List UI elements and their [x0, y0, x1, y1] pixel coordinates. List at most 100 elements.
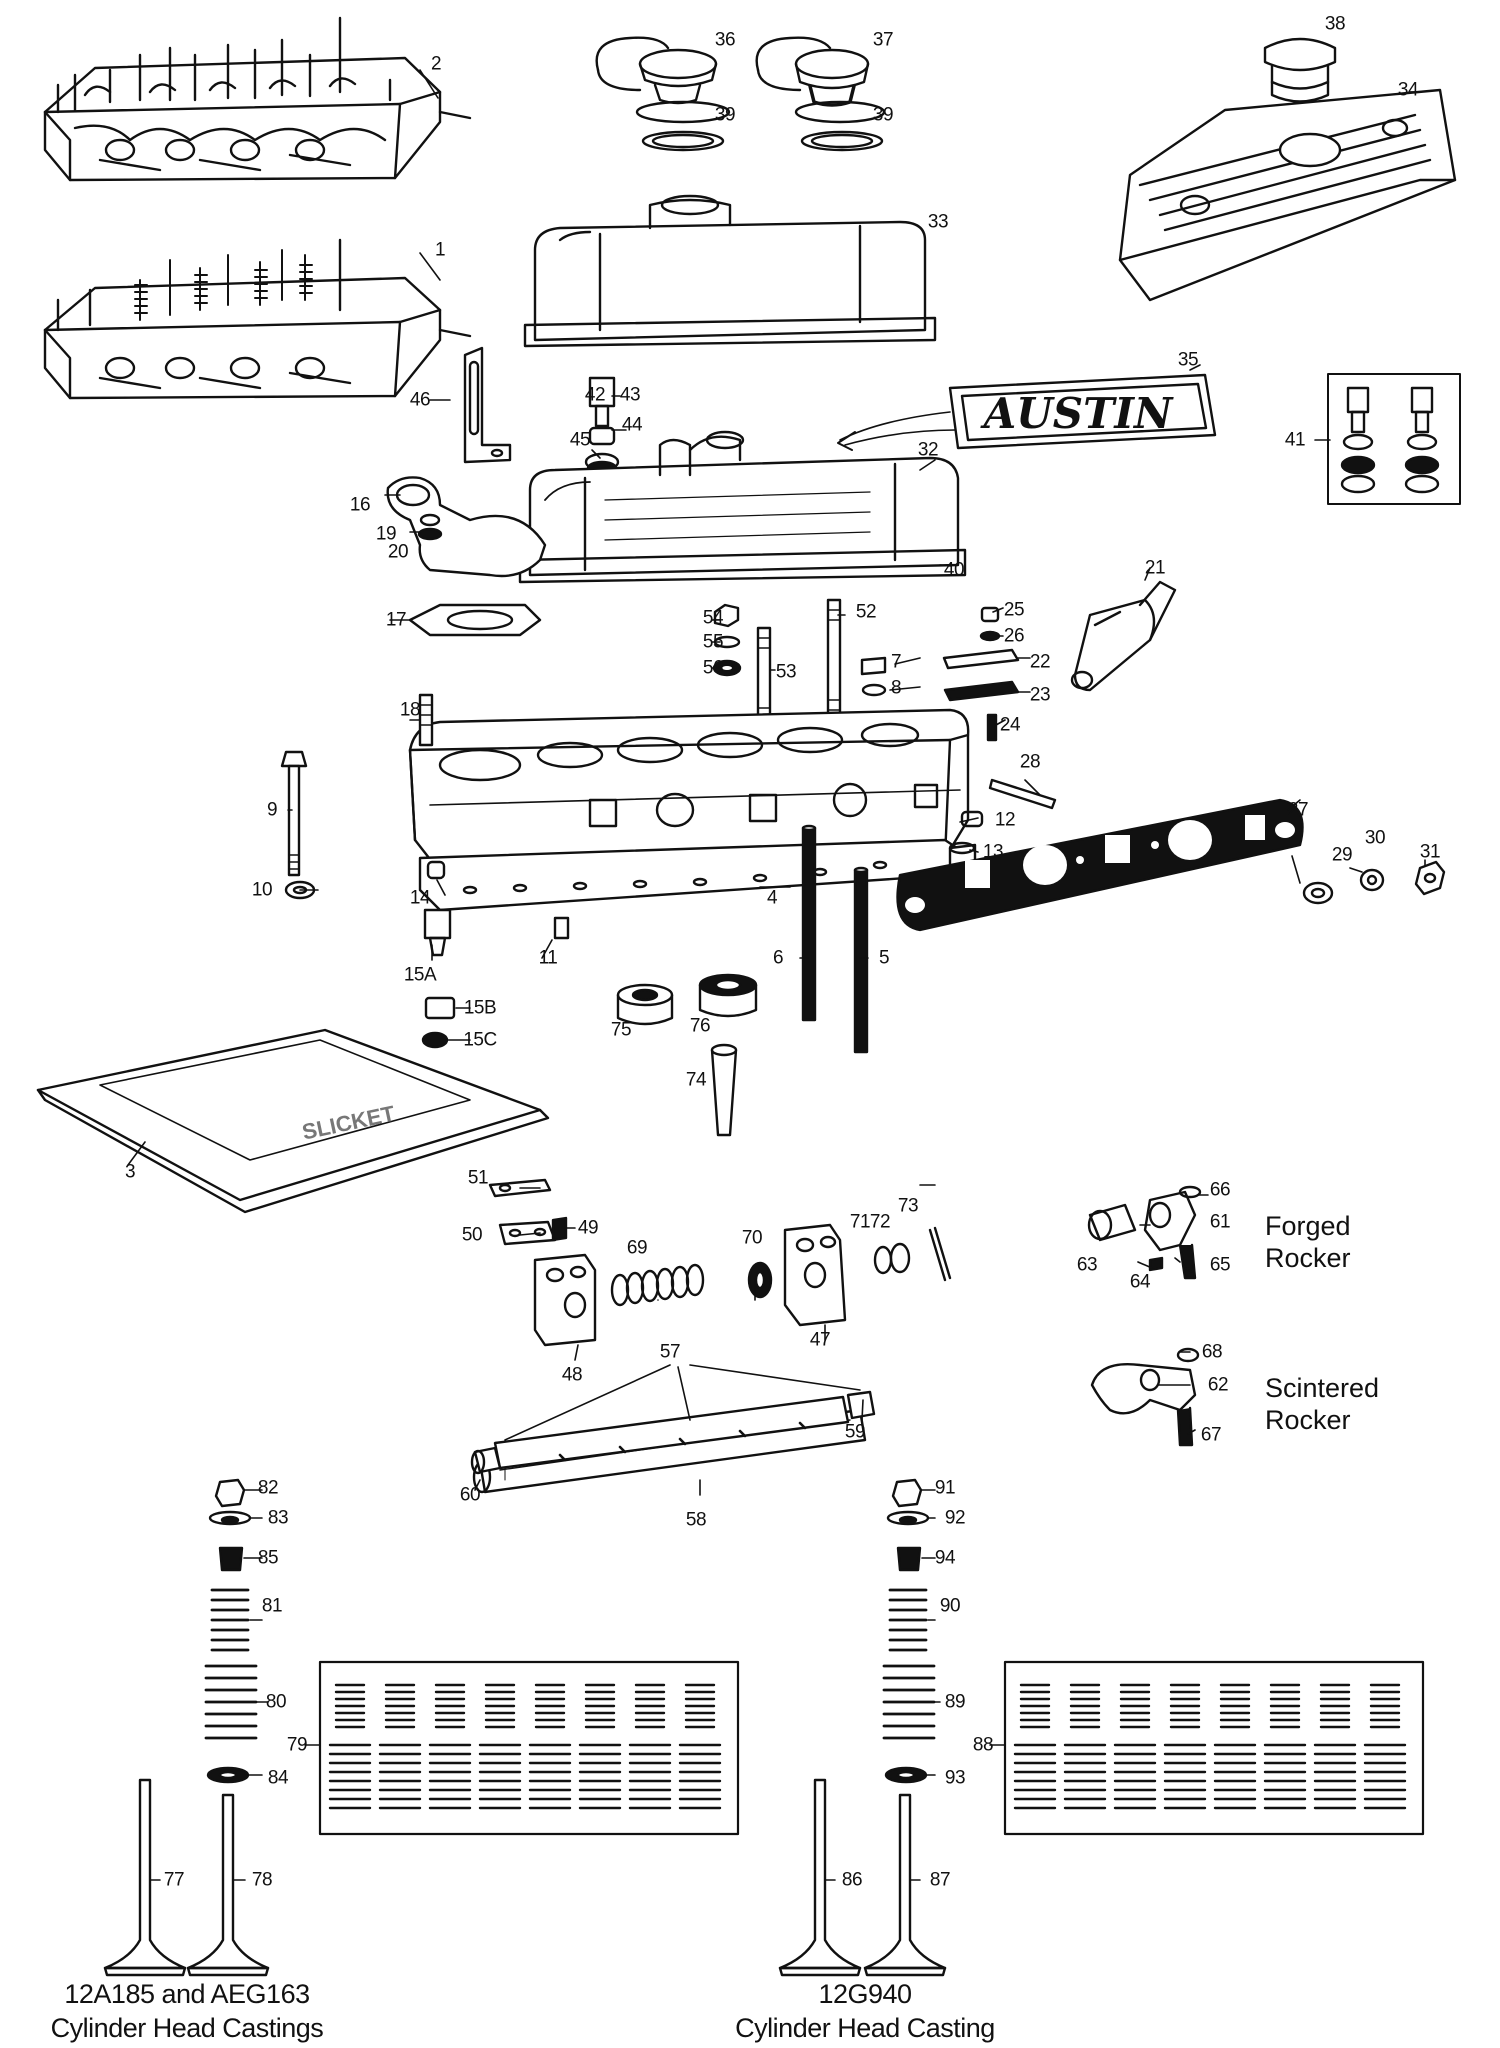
callout-7: 7	[890, 651, 902, 673]
stud-18	[418, 693, 434, 747]
caption-right-line-1: 12G940	[818, 1979, 912, 2009]
callout-65: 65	[1209, 1254, 1231, 1276]
callout-47: 47	[809, 1329, 831, 1351]
callout-82: 82	[257, 1477, 279, 1499]
protective-tray-3: SLICKET	[36, 1028, 550, 1214]
seals-75-76	[616, 973, 758, 1026]
callout-44: 44	[621, 414, 643, 436]
callout-45: 45	[569, 429, 591, 451]
washer-39-right	[794, 100, 886, 152]
rocker-cover-33	[523, 194, 937, 348]
callout-64: 64	[1129, 1271, 1151, 1293]
callout-15c: 15C	[463, 1029, 497, 1051]
callout-84: 84	[267, 1767, 289, 1789]
callout-72: 72	[869, 1211, 891, 1233]
callout-28: 28	[1019, 751, 1041, 773]
manifold-gasket-27	[896, 798, 1304, 932]
callout-85: 85	[257, 1547, 279, 1569]
callout-16: 16	[349, 494, 371, 516]
caption-left-line-2: Cylinder Head Castings	[50, 2012, 324, 2043]
callout-76: 76	[689, 1015, 711, 1037]
austin-badge-35: AUSTIN	[837, 373, 1217, 451]
callout-32: 32	[917, 439, 939, 461]
alloy-rocker-cover-34	[1118, 88, 1457, 302]
callout-57: 57	[659, 1341, 681, 1363]
scintered-rocker-line-1: Scintered	[1265, 1373, 1380, 1403]
callout-36: 36	[714, 29, 736, 51]
oil-cap-38	[1263, 37, 1337, 103]
callout-79: 79	[286, 1734, 308, 1756]
forged-rocker-label: Forged Rocker	[1265, 1210, 1351, 1275]
callout-52: 52	[855, 601, 877, 623]
scintered-rocker-label: Scintered Rocker	[1265, 1372, 1379, 1437]
callout-6: 6	[772, 947, 784, 969]
callout-67: 67	[1200, 1424, 1222, 1446]
callout-74: 74	[685, 1069, 707, 1091]
callout-3: 3	[124, 1161, 136, 1183]
rocker-cover-32	[518, 430, 967, 584]
callout-86: 86	[841, 1869, 863, 1891]
callout-70: 70	[741, 1227, 763, 1249]
forged-rocker-line-1: Forged	[1265, 1211, 1351, 1241]
callout-57-leaders	[504, 1364, 861, 1441]
callout-20: 20	[387, 541, 409, 563]
callout-92: 92	[944, 1507, 966, 1529]
callout-90: 90	[939, 1595, 961, 1617]
callout-43: 43	[619, 384, 641, 406]
caption-left-line-1: 12A185 and AEG163	[64, 1979, 310, 2009]
callout-37: 37	[872, 29, 894, 51]
callout-68: 68	[1201, 1341, 1223, 1363]
callout-26: 26	[1003, 625, 1025, 647]
caption-left: 12A185 and AEG163 Cylinder Head Castings	[51, 1978, 324, 2046]
caption-right: 12G940 Cylinder Head Casting	[735, 1978, 995, 2046]
valve-assembly-left	[103, 1478, 270, 1977]
callout-75: 75	[610, 1019, 632, 1041]
callout-81: 81	[261, 1595, 283, 1617]
callout-31: 31	[1419, 841, 1441, 863]
scintered-rocker	[1090, 1347, 1200, 1447]
callout-33: 33	[927, 211, 949, 233]
callout-21: 21	[1144, 557, 1166, 579]
callout-14: 14	[409, 887, 431, 909]
cylinder-head-with-valves	[43, 238, 472, 400]
spring-kit-box-88	[1003, 1660, 1425, 1836]
bolt-9	[280, 750, 308, 877]
callout-15a: 15A	[403, 964, 437, 986]
washers-nut-29-31	[1302, 860, 1446, 905]
washers-70-73	[747, 1226, 952, 1299]
callout-46: 46	[409, 389, 431, 411]
callout-17: 17	[385, 609, 407, 631]
callout-55: 55	[702, 631, 724, 653]
callout-11: 11	[538, 947, 558, 969]
badge-lettering: AUSTIN	[980, 389, 1174, 438]
cylinder-head-4	[408, 708, 970, 912]
callout-40: 40	[943, 559, 965, 581]
callout-2: 2	[430, 53, 442, 75]
core-plugs-14-15	[421, 860, 570, 1049]
callout-60: 60	[459, 1484, 481, 1506]
washer-39-left	[635, 100, 731, 152]
callout-80: 80	[265, 1691, 287, 1713]
callout-88: 88	[972, 1734, 994, 1756]
caption-right-line-2: Cylinder Head Casting	[735, 2012, 995, 2043]
callout-77: 77	[163, 1869, 185, 1891]
callout-35: 35	[1177, 349, 1199, 371]
callout-34: 34	[1397, 79, 1419, 101]
callout-87: 87	[929, 1869, 951, 1891]
callout-49: 49	[577, 1217, 599, 1239]
callout-48: 48	[561, 1364, 583, 1386]
callout-51: 51	[467, 1167, 489, 1189]
cylinder-head-bare	[43, 16, 472, 182]
callout-73: 73	[897, 1195, 919, 1217]
callout-38: 38	[1324, 13, 1346, 35]
callout-18: 18	[399, 699, 421, 721]
callout-93: 93	[944, 1767, 966, 1789]
callout-25: 25	[1003, 599, 1025, 621]
callout-24: 24	[999, 714, 1021, 736]
callout-9: 9	[266, 799, 278, 821]
callout-63: 63	[1076, 1254, 1098, 1276]
callout-58: 58	[685, 1509, 707, 1531]
callout-10: 10	[251, 879, 273, 901]
